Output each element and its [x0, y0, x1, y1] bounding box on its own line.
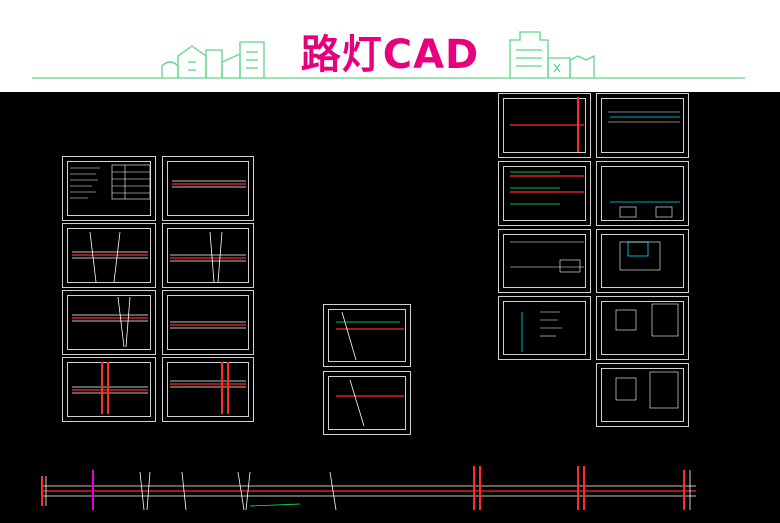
header-banner: 路灯CAD: [0, 0, 780, 92]
drawing-sheet[interactable]: [498, 93, 591, 158]
drawing-content: [41, 97, 696, 511]
cad-drawing-canvas: [0, 92, 780, 523]
drawing-sheet[interactable]: [162, 357, 254, 422]
drawing-sheet[interactable]: [162, 156, 254, 221]
skyline-left-icon: [161, 41, 265, 78]
drawing-sheet[interactable]: [596, 161, 689, 226]
drawing-sheet[interactable]: [162, 223, 254, 288]
drawing-sheet[interactable]: [323, 371, 411, 435]
drawing-sheet[interactable]: [498, 296, 591, 360]
drawing-sheet[interactable]: [62, 290, 156, 355]
drawing-sheet[interactable]: [162, 290, 254, 355]
drawing-sheet[interactable]: [498, 161, 591, 226]
skyline-decoration: [32, 31, 745, 79]
skyline-right-icon: [509, 31, 595, 78]
drawing-sheet[interactable]: [62, 156, 156, 221]
drawing-sheet[interactable]: [596, 363, 689, 427]
drawing-sheet[interactable]: [596, 296, 689, 360]
banner-title: 路灯CAD: [300, 32, 480, 78]
drawing-sheet[interactable]: [323, 304, 411, 367]
drawing-sheet[interactable]: [498, 229, 591, 293]
drawing-sheet[interactable]: [62, 223, 156, 288]
drawing-sheet[interactable]: [596, 229, 689, 293]
drawing-sheet[interactable]: [596, 93, 689, 158]
